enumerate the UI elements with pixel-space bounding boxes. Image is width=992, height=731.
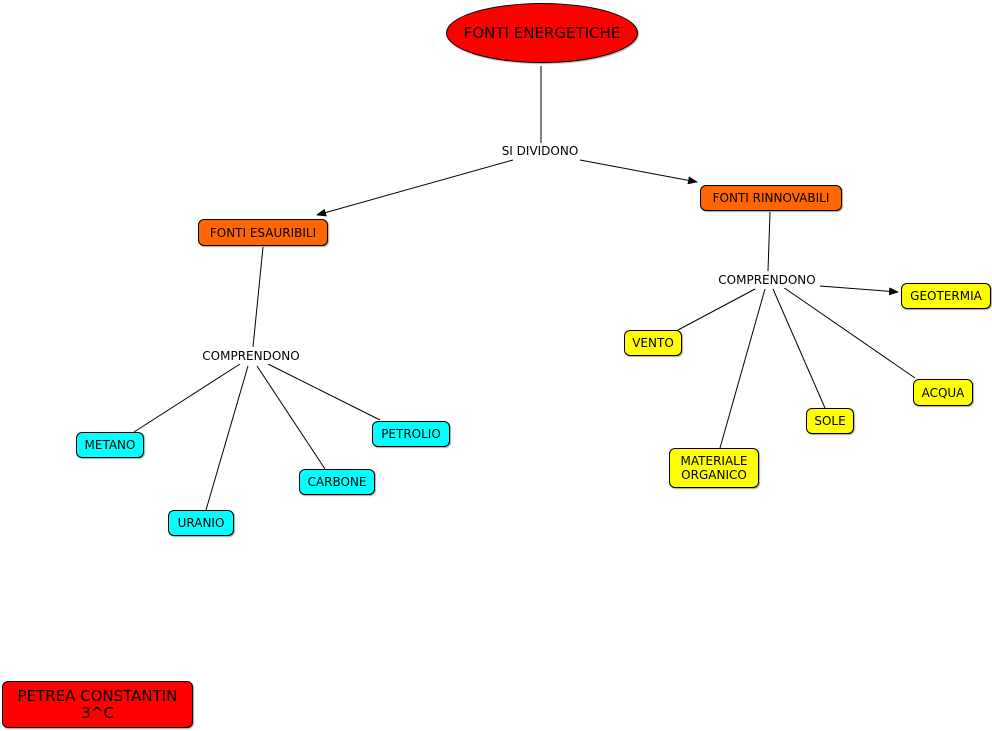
link-to-vento [677,288,756,331]
renewable-link-label: COMPRENDONO [716,272,818,288]
arrow-to-renewable [579,159,698,185]
link-renewable-to-include [767,211,771,272]
link-to-sole [772,288,826,409]
item-materiale-organico[interactable]: MATERIALE ORGANICO [669,448,759,488]
author-name: PETREA CONSTANTIN [17,686,178,705]
item-vento[interactable]: VENTO [624,330,682,356]
author-box[interactable]: PETREA CONSTANTIN 3^C [2,681,193,728]
link-to-carbone [256,365,326,470]
item-uranio[interactable]: URANIO [168,510,234,536]
item-geotermia[interactable]: GEOTERMIA [901,283,991,309]
item-sole[interactable]: SOLE [806,408,854,434]
renewable-sources-node[interactable]: FONTI RINNOVABILI [700,185,842,211]
root-link-label: SI DIVIDONO [490,143,590,159]
item-acqua[interactable]: ACQUA [913,379,973,406]
link-to-materiale-organico [719,288,766,449]
link-to-metano [133,363,241,433]
link-to-uranio [205,365,249,511]
link-to-acqua [782,286,916,379]
exhaustible-link-label: COMPRENDONO [200,348,302,364]
item-petrolio[interactable]: PETROLIO [372,421,450,447]
item-carbone[interactable]: CARBONE [299,469,375,495]
arrow-to-exhaustible [316,159,514,217]
item-metano[interactable]: METANO [76,432,144,458]
link-to-petrolio [267,363,381,421]
author-class: 3^C [81,703,114,722]
arrow-to-geotermia [819,285,899,296]
link-exhaustible-to-include [252,246,264,348]
exhaustible-sources-node[interactable]: FONTI ESAURIBILI [198,219,328,246]
root-node[interactable]: FONTI ENERGETICHE [446,3,638,63]
